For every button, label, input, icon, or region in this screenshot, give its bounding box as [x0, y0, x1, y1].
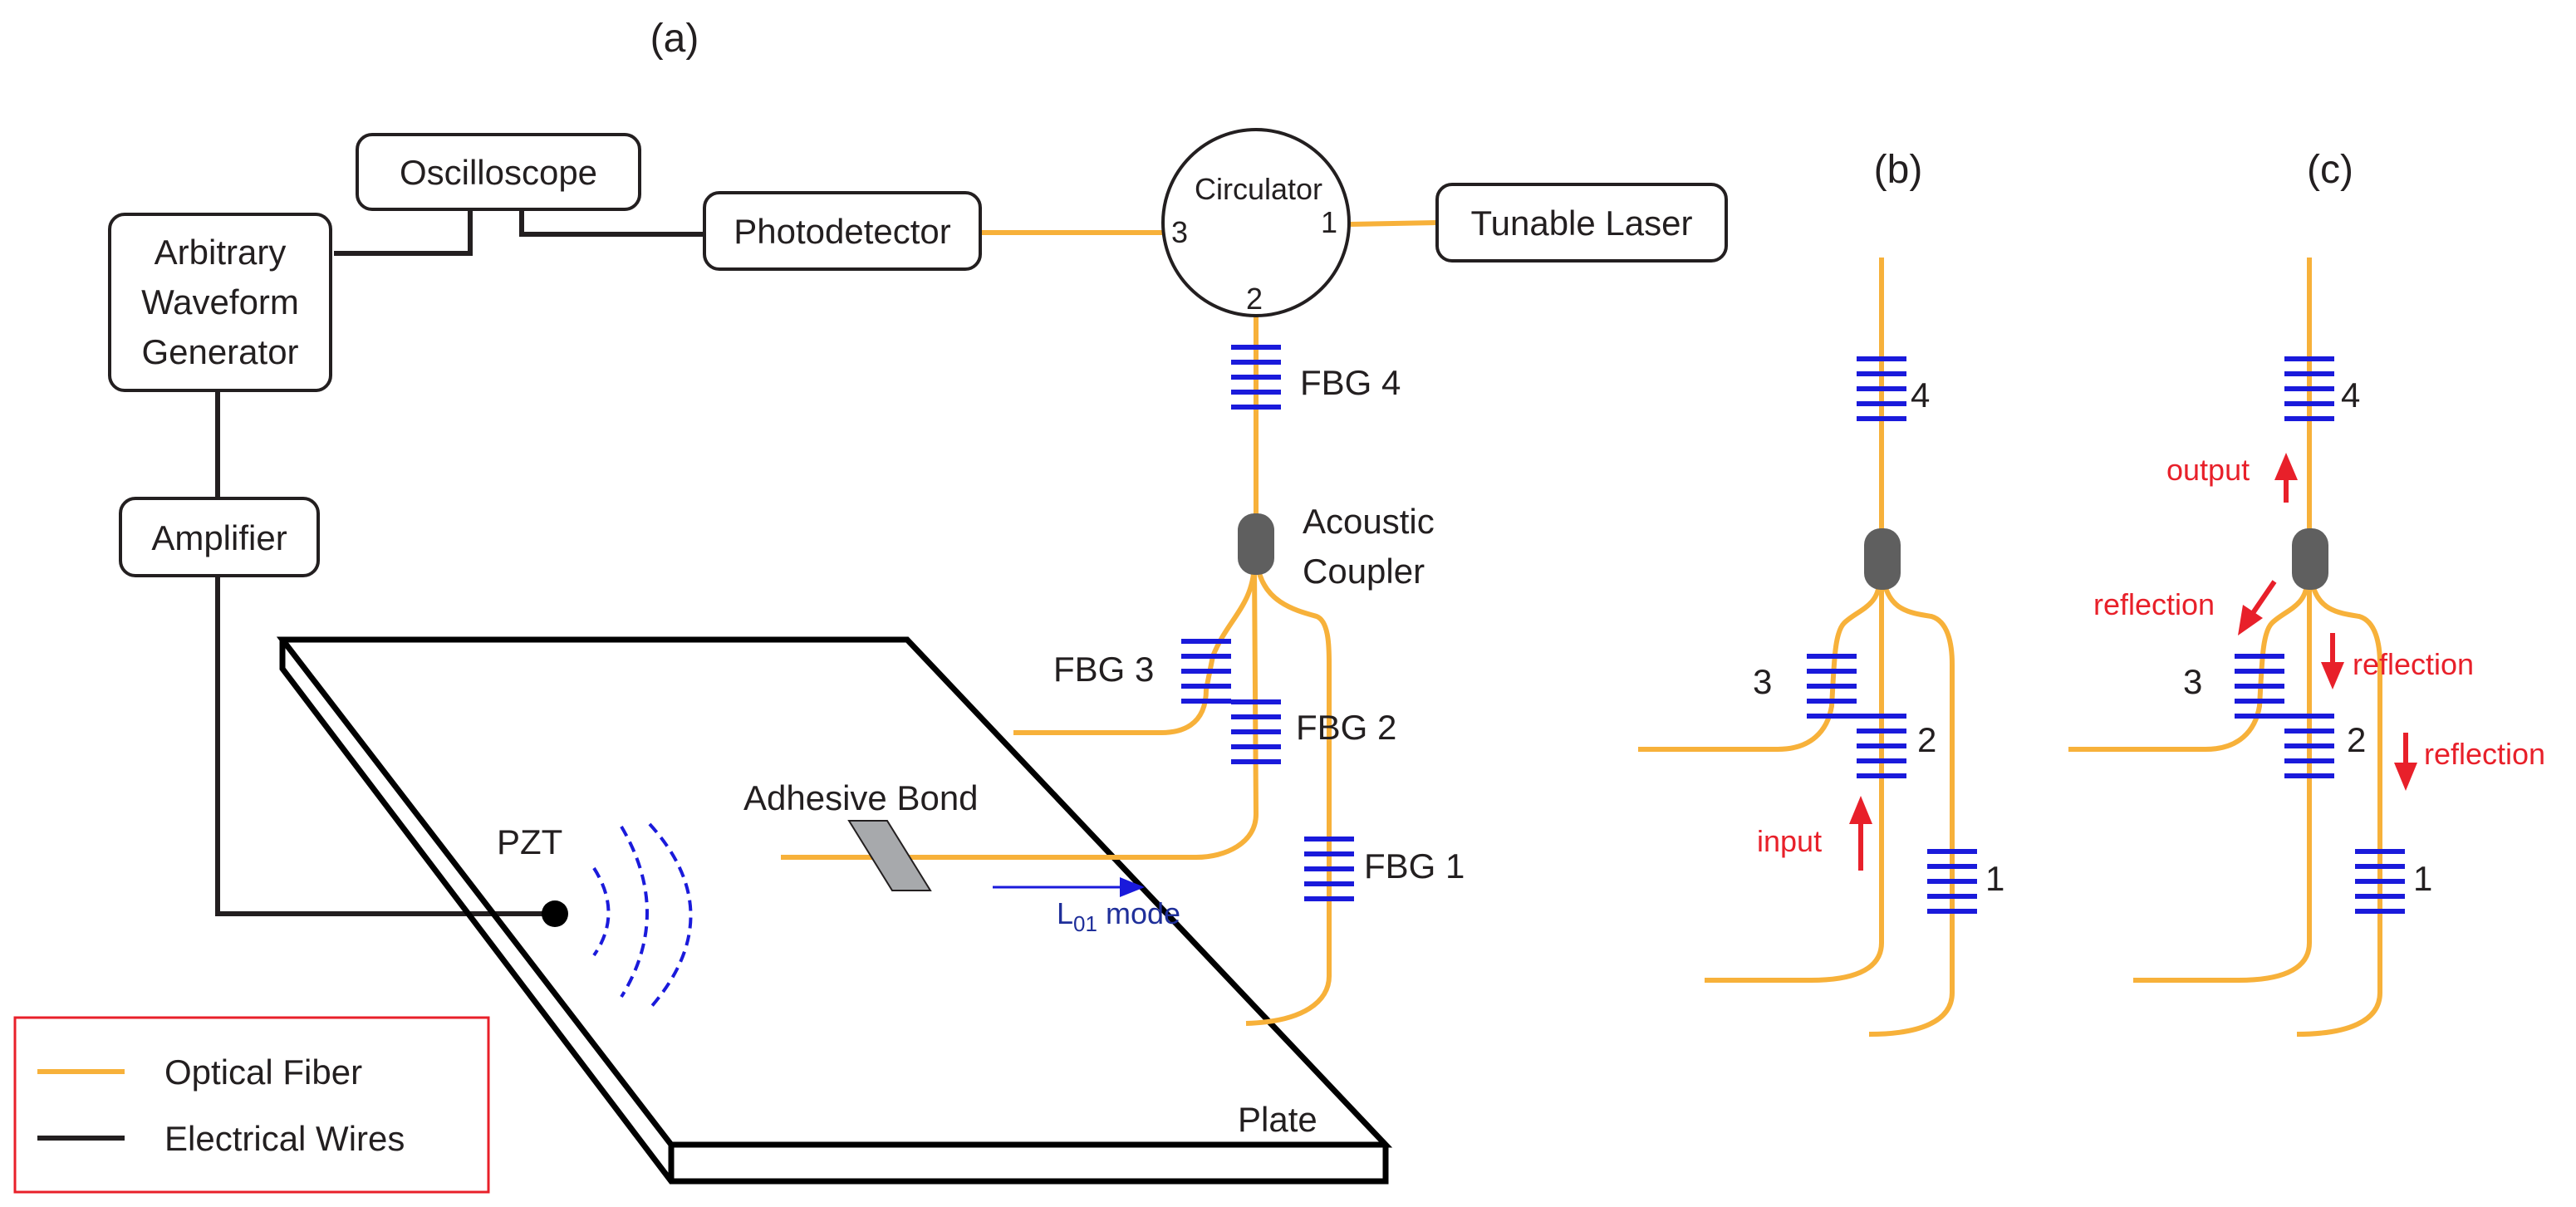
panel-label-b: (b): [1874, 148, 1923, 192]
grating-3-b: [1807, 654, 1857, 719]
reflection-arrow-left-c: [2238, 580, 2277, 635]
grating-1-label-b: 1: [1985, 859, 2004, 898]
output-arrow-c: [2274, 453, 2298, 503]
awg-label-line1: Arbitrary: [155, 233, 287, 272]
grating-1-b: [1927, 849, 1977, 914]
awg-box: Arbitrary Waveform Generator: [108, 213, 332, 392]
circulator-port-3: 3: [1171, 215, 1188, 249]
wave-fronts: [592, 822, 693, 1008]
reflection-arrow-right-c: [2394, 733, 2417, 791]
input-arrow-b: [1849, 796, 1872, 871]
pzt-label: PZT: [497, 822, 562, 861]
mode-label: L01 mode: [1057, 896, 1180, 936]
tunable-laser-label: Tunable Laser: [1471, 204, 1693, 243]
acoustic-coupler-b: [1864, 528, 1901, 590]
optical-fibers-a: [781, 220, 1438, 1026]
plate: [276, 636, 1393, 1185]
grating-4-label-c: 4: [2341, 375, 2360, 415]
panel-b: 4 3 2 1 input: [1638, 258, 2004, 1037]
fbg1-grating-a: [1304, 837, 1354, 901]
grating-4-c: [2284, 356, 2334, 421]
oscilloscope-box: Oscilloscope: [356, 133, 641, 211]
panel-label-c: (c): [2307, 148, 2353, 192]
fbg3-grating-a: [1181, 639, 1231, 704]
grating-2-b: [1857, 714, 1906, 778]
circulator-port-2: 2: [1246, 282, 1263, 316]
acoustic-coupler-label-line1: Acoustic: [1303, 502, 1435, 541]
fbg4-grating-a: [1231, 345, 1281, 410]
acoustic-coupler-a: [1238, 513, 1274, 575]
fbg2-grating-a: [1231, 699, 1281, 764]
circulator: Circulator 3 1 2: [1161, 128, 1351, 317]
circulator-port-1: 1: [1321, 205, 1337, 239]
output-label-c: output: [2166, 453, 2250, 487]
grating-4-label-b: 4: [1911, 375, 1930, 415]
grating-3-label-c: 3: [2183, 662, 2202, 701]
pzt-actuator: [542, 900, 568, 927]
acoustic-coupler-label-line2: Coupler: [1303, 552, 1425, 591]
grating-2-label-c: 2: [2347, 720, 2366, 759]
fbg3-label-a: FBG 3: [1053, 650, 1154, 689]
grating-3-label-b: 3: [1753, 662, 1772, 701]
acoustic-coupler-c: [2292, 528, 2328, 590]
reflection-label-right-c: reflection: [2424, 737, 2545, 771]
panel-c: 4 3 2 1 output reflection: [2068, 258, 2545, 1037]
adhesive-bond-label: Adhesive Bond: [743, 778, 979, 817]
legend-optical-label: Optical Fiber: [164, 1052, 362, 1092]
amplifier-box: Amplifier: [119, 497, 320, 577]
photodetector-box: Photodetector: [703, 191, 982, 271]
grating-1-label-c: 1: [2413, 859, 2432, 898]
grating-2-c: [2284, 714, 2334, 778]
circulator-label: Circulator: [1195, 172, 1322, 206]
reflection-label-mid-c: reflection: [2353, 647, 2474, 681]
awg-label-line2: Waveform: [141, 282, 299, 321]
amplifier-label: Amplifier: [151, 518, 287, 557]
mode-subscript: 01: [1073, 911, 1097, 936]
legend: Optical Fiber Electrical Wires: [13, 1016, 490, 1194]
input-label-b: input: [1757, 824, 1822, 858]
fbg4-label-a: FBG 4: [1300, 363, 1401, 402]
panel-label-a: (a): [650, 17, 699, 61]
grating-1-c: [2355, 849, 2405, 914]
fbg1-label-a: FBG 1: [1364, 846, 1465, 886]
tunable-laser-box: Tunable Laser: [1435, 183, 1728, 262]
oscilloscope-label: Oscilloscope: [400, 153, 597, 192]
adhesive-bond: [847, 820, 932, 891]
awg-label-line3: Generator: [141, 332, 298, 371]
fbg2-label-a: FBG 2: [1296, 708, 1396, 747]
electrical-wires: [215, 209, 704, 916]
legend-electrical-label: Electrical Wires: [164, 1119, 405, 1158]
grating-4-b: [1857, 356, 1906, 421]
reflection-arrow-mid-c: [2321, 633, 2344, 689]
plate-label: Plate: [1238, 1100, 1317, 1139]
grating-3-c: [2235, 654, 2284, 719]
grating-2-label-b: 2: [1917, 720, 1936, 759]
reflection-label-left-c: reflection: [2093, 587, 2215, 621]
photodetector-label: Photodetector: [734, 212, 951, 251]
